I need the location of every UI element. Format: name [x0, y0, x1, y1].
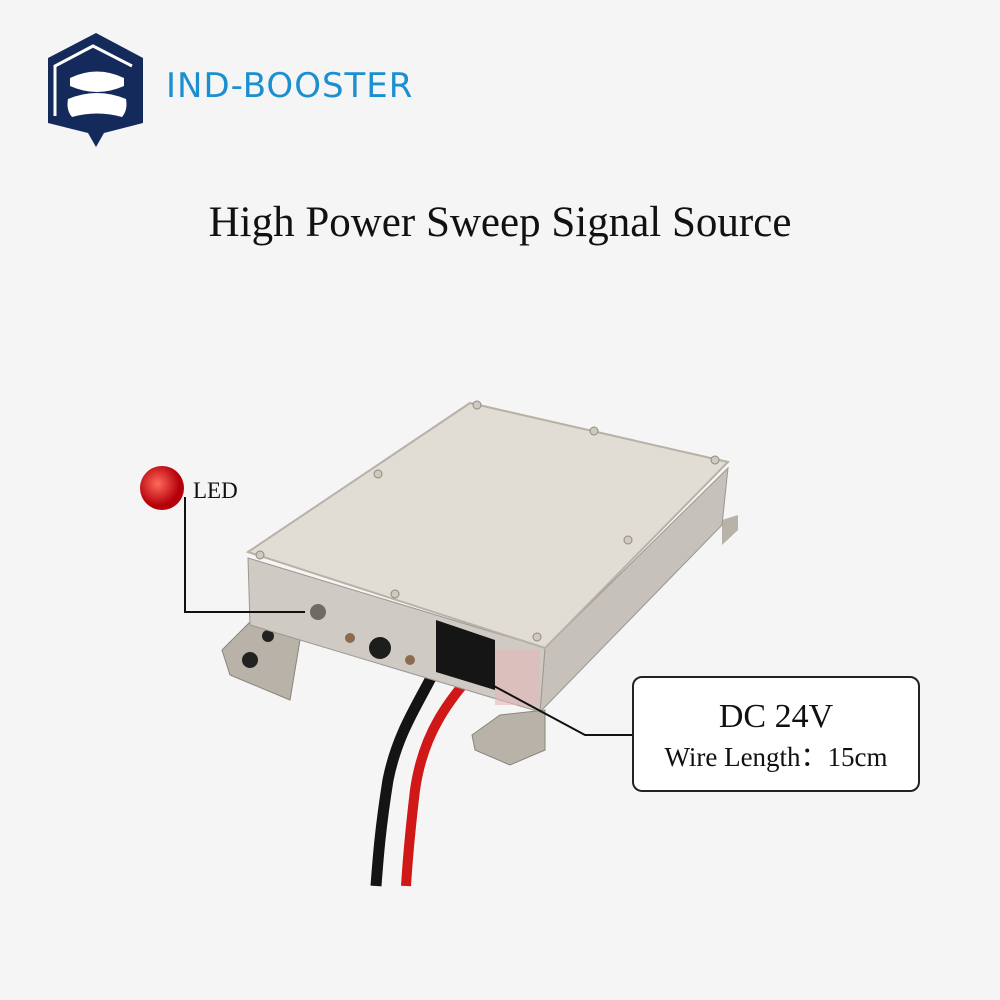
brand-name: IND-BOOSTER	[166, 66, 414, 106]
mounting-flange-right	[471, 709, 546, 766]
brand-logo-icon	[48, 33, 143, 147]
mounting-flange-left	[221, 621, 301, 701]
power-callout-box: DC 24V Wire Length：15cm	[632, 676, 920, 792]
led-color-icon	[140, 466, 184, 510]
led-indicator	[310, 604, 326, 620]
led-label: LED	[193, 478, 238, 503]
led-callout-line	[184, 497, 305, 613]
voltage-label: DC 24V	[718, 698, 834, 735]
power-callout-line	[491, 684, 632, 736]
device-top	[245, 401, 730, 650]
wire-length-label: Wire Length：15cm	[664, 742, 888, 772]
page-title: High Power Sweep Signal Source	[208, 199, 792, 246]
